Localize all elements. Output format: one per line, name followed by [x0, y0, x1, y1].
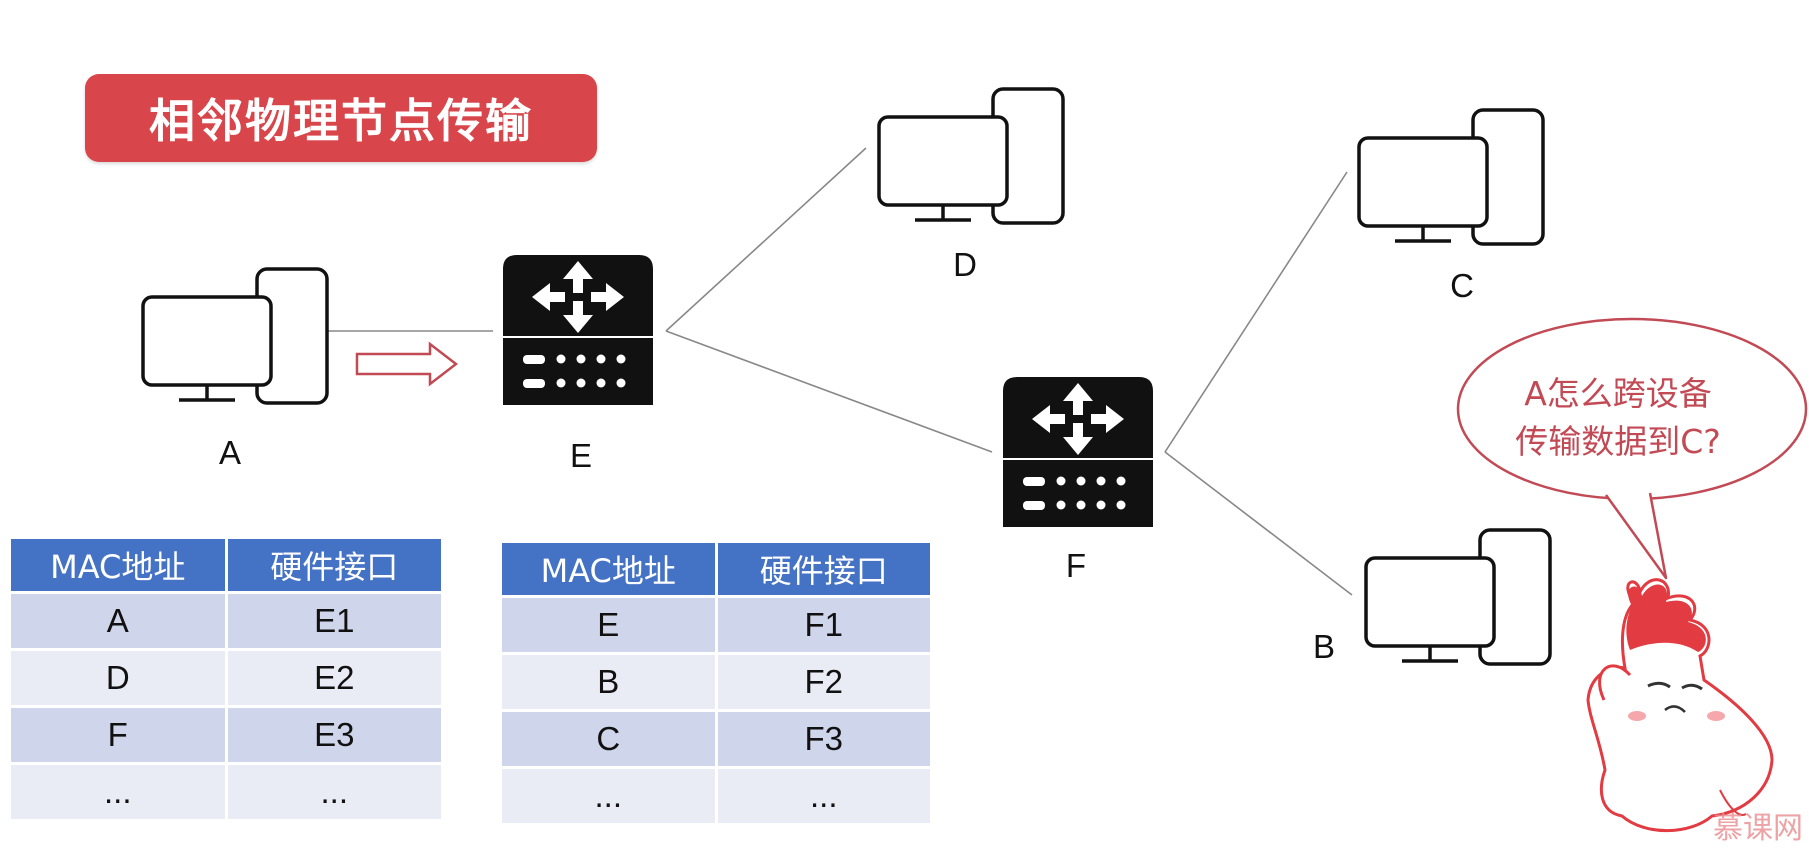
- table-row: E F1: [502, 598, 930, 652]
- table-cell: E3: [227, 708, 441, 762]
- table-row: ... ...: [11, 765, 441, 819]
- table-row: ... ...: [502, 769, 930, 823]
- table-cell: D: [11, 651, 225, 705]
- table-cell: B: [502, 655, 715, 709]
- link-f-b: [1164, 451, 1353, 596]
- table-cell: F1: [717, 598, 930, 652]
- link-f-c: [1164, 171, 1348, 453]
- speech-bubble-text: A怎么跨设备 传输数据到C?: [1468, 370, 1768, 466]
- table-cell: F3: [717, 712, 930, 766]
- computer-icon-c: [1357, 108, 1545, 246]
- table-cell: A: [11, 594, 225, 648]
- right-arrow-icon: [355, 341, 459, 387]
- table-f-header-port: 硬件接口: [717, 543, 930, 595]
- table-cell: F2: [717, 655, 930, 709]
- title-banner: 相邻物理节点传输: [85, 74, 597, 162]
- table-e-header-mac: MAC地址: [11, 539, 225, 591]
- speech-bubble: [1456, 317, 1808, 580]
- table-cell: E1: [227, 594, 441, 648]
- table-row: C F3: [502, 712, 930, 766]
- mac-table-e: MAC地址 硬件接口 A E1 D E2 F E3 ... ...: [8, 536, 444, 822]
- table-cell: ...: [502, 769, 715, 823]
- table-row: B F2: [502, 655, 930, 709]
- bubble-line-1: A怎么跨设备: [1524, 374, 1712, 413]
- table-cell: F: [11, 708, 225, 762]
- table-e-header-port: 硬件接口: [227, 539, 441, 591]
- table-cell: C: [502, 712, 715, 766]
- watermark-logo: 慕课网: [1713, 811, 1803, 846]
- mascot-icon: [1586, 578, 1774, 833]
- node-label-e: E: [569, 437, 592, 474]
- link-e-d: [665, 147, 867, 332]
- link-e-f: [665, 330, 993, 453]
- mac-table-f: MAC地址 硬件接口 E F1 B F2 C F3 ... ...: [499, 540, 933, 826]
- computer-icon-b: [1364, 528, 1552, 666]
- switch-icon-f: [1002, 376, 1154, 528]
- node-label-f: F: [1065, 547, 1087, 584]
- table-row: D E2: [11, 651, 441, 705]
- table-cell: ...: [717, 769, 930, 823]
- computer-icon-a: [141, 267, 329, 405]
- table-row: A E1: [11, 594, 441, 648]
- table-f-header-mac: MAC地址: [502, 543, 715, 595]
- node-label-a: A: [218, 434, 241, 471]
- node-label-c: C: [1450, 267, 1474, 304]
- computer-icon-d: [877, 87, 1065, 225]
- table-cell: E: [502, 598, 715, 652]
- table-row: F E3: [11, 708, 441, 762]
- node-label-b: B: [1312, 628, 1335, 665]
- table-cell: E2: [227, 651, 441, 705]
- page-title: 相邻物理节点传输: [149, 94, 533, 148]
- bubble-line-2: 传输数据到C?: [1515, 422, 1721, 461]
- table-cell: ...: [11, 765, 225, 819]
- table-cell: ...: [227, 765, 441, 819]
- switch-icon-e: [502, 254, 654, 406]
- node-label-d: D: [953, 246, 977, 283]
- connection-lines: [320, 147, 1353, 596]
